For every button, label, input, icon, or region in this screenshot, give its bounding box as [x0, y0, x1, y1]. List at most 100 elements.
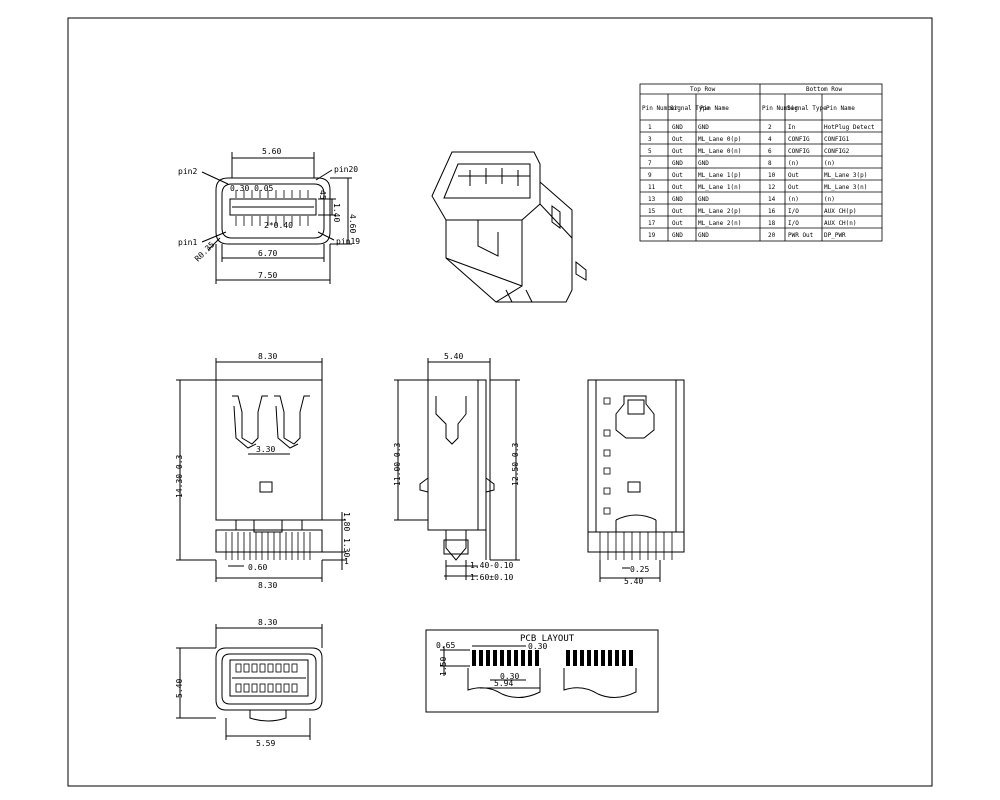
table-cell: ML_Lane 3(n) — [824, 184, 867, 191]
table-cell: CONFIG2 — [824, 148, 850, 155]
table-cell: ML_Lane 3(p) — [824, 172, 867, 179]
table-cell: 18 — [768, 220, 776, 227]
rear-dim-width: 5.40 — [624, 577, 643, 586]
rear-dim-pin: 0.25 — [630, 565, 649, 574]
table-cell: Out — [788, 184, 799, 191]
rear-view — [587, 379, 685, 582]
table-cell: GND — [698, 232, 709, 239]
end-dim-bottom: 5.59 — [256, 739, 275, 748]
top-dim-pitch: 0.30 0.05 — [230, 184, 274, 193]
side-dim-post: 1.40-0.10 — [470, 561, 514, 570]
table-cell: 15 — [648, 208, 656, 215]
top-view-labels: 5.60 0.30 0.05 2*0.40 4.60 1.40 6.70 7.5… — [178, 147, 360, 280]
front-dim-bottom-width: 8.30 — [258, 581, 277, 590]
header-pin-name-1: Pin Name — [700, 105, 729, 112]
table-cell: (n) — [824, 160, 835, 167]
table-cell: 7 — [648, 160, 652, 167]
table-cell: Out — [672, 184, 683, 191]
pin1-label: pin1 — [178, 238, 197, 247]
header-pin-name-2: Pin Name — [826, 105, 855, 112]
table-cell: HotPlug Detect — [824, 124, 875, 131]
table-cell: 2 — [768, 124, 772, 131]
table-title-bottom-row: Bottom Row — [806, 86, 843, 93]
table-title-top-row: Top Row — [690, 86, 716, 93]
table-cell: AUX CH(p) — [824, 208, 857, 215]
table-cell: 11 — [648, 184, 656, 191]
table-cell: Out — [788, 172, 799, 179]
table-cell: 16 — [768, 208, 776, 215]
table-cell: I/O — [788, 220, 799, 227]
top-dim-height: 4.60 — [348, 214, 357, 233]
top-dim-pitch-count: 2*0.40 — [264, 221, 293, 230]
front-dim-pin-pitch: 0.60 — [248, 563, 267, 572]
pcb-dim-a: 0.65 — [436, 641, 455, 650]
table-cell: CONFIG1 — [824, 136, 850, 143]
table-cell: ML_Lane 2(n) — [698, 220, 741, 227]
table-cell: GND — [698, 196, 709, 203]
side-dim-height-right: 12.50-0.3 — [511, 442, 520, 486]
table-cell: Out — [672, 136, 683, 143]
top-dim-width-mid: 6.70 — [258, 249, 277, 258]
table-cell: GND — [672, 160, 683, 167]
table-cell: PWR Out — [788, 232, 814, 239]
drawing-frame — [67, 17, 933, 787]
header-signal-type-2: Signal Type — [787, 105, 827, 112]
table-cell: ML_Lane 1(p) — [698, 172, 741, 179]
table-cell: CONFIG — [788, 148, 810, 155]
top-dim-inner: 1.40 — [332, 203, 341, 222]
top-dim-width-bottom: 7.50 — [258, 271, 277, 280]
side-view — [394, 358, 520, 580]
header-signal-type-1: Signal Type — [670, 105, 710, 112]
table-cell: 19 — [648, 232, 656, 239]
table-cell: DP_PWR — [824, 232, 846, 239]
table-cell: GND — [672, 124, 683, 131]
table-cell: ML_Lane 1(n) — [698, 184, 741, 191]
table-cell: CONFIG — [788, 136, 810, 143]
table-cell: 6 — [768, 148, 772, 155]
end-dim-width: 8.30 — [258, 618, 277, 627]
table-cell: AUX CH(n) — [824, 220, 857, 227]
table-cell: 12 — [768, 184, 776, 191]
table-cell: In — [788, 124, 796, 131]
end-view — [176, 624, 323, 740]
table-cell: 20 — [768, 232, 776, 239]
table-cell: 14 — [768, 196, 776, 203]
table-cell: Out — [672, 220, 683, 227]
side-dim-post-total: 1.60±0.10 — [470, 573, 514, 582]
side-view-labels: 5.40 11.00-0.3 12.50-0.3 1.40-0.10 1.60±… — [393, 352, 520, 582]
isometric-view — [431, 151, 587, 303]
table-cell: GND — [672, 232, 683, 239]
header-pin-number-1: Pin Number — [642, 105, 679, 112]
table-cell: Out — [672, 172, 683, 179]
pcb-dim-c: 0.30 — [528, 642, 547, 651]
table-cell: Out — [672, 208, 683, 215]
front-view — [176, 358, 346, 582]
table-cell: (n) — [788, 196, 799, 203]
side-dim-height-left: 11.00-0.3 — [393, 442, 402, 486]
rear-view-labels: 0.25 5.40 — [624, 565, 649, 586]
top-dim-width: 5.60 — [262, 147, 281, 156]
table-cell: 10 — [768, 172, 776, 179]
pcb-dim-e: 5.94 — [494, 679, 513, 688]
pin-table: Top Row Bottom Row Pin Number Signal Typ… — [639, 83, 883, 242]
pin2-label: pin2 — [178, 167, 197, 176]
pin20-label: pin20 — [334, 165, 358, 174]
table-cell: ML_Lane 2(p) — [698, 208, 741, 215]
table-cell: ML_Lane 0(p) — [698, 136, 741, 143]
table-cell: 9 — [648, 172, 652, 179]
table-cell: GND — [698, 160, 709, 167]
front-dim-side-a: 1.80 — [342, 512, 351, 531]
table-cell: I/O — [788, 208, 799, 215]
table-cell: (n) — [788, 160, 799, 167]
front-dim-width: 8.30 — [258, 352, 277, 361]
table-cell: 1 — [648, 124, 652, 131]
pin19-label: pin19 — [336, 237, 360, 246]
table-cell: 5 — [648, 148, 652, 155]
pcb-layout: PCB LAYOUT 0.65 1.50 0.30 0.30 5.94 — [425, 629, 659, 713]
front-dim-side-b: 1.30 — [342, 538, 351, 557]
table-cell: 17 — [648, 220, 656, 227]
table-cell: (n) — [824, 196, 835, 203]
table-cell: 4 — [768, 136, 772, 143]
